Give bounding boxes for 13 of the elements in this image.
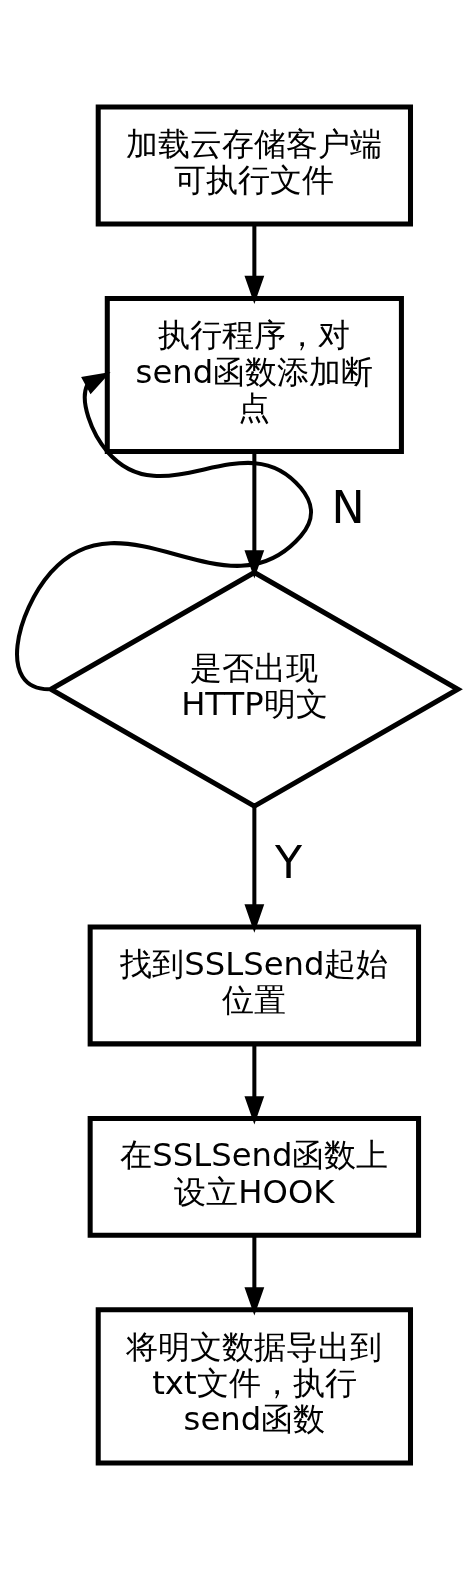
arrow [244, 451, 265, 578]
arrow [15, 371, 313, 691]
arrow [244, 1235, 265, 1315]
node-box: 找到SSLSend起始位置 [87, 924, 422, 1046]
node-box: 在SSLSend函数上设立HOOK [87, 1115, 422, 1238]
arrow [244, 223, 265, 304]
node-box: 加载云存储客户端可执行文件 [95, 104, 413, 226]
edge-label: Y [275, 836, 303, 888]
node-box: 将明文数据导出到txt文件，执行send函数 [95, 1306, 413, 1465]
edge-label: N [331, 481, 365, 533]
arrow [244, 1043, 265, 1124]
arrow [244, 806, 265, 933]
node-box: 执行程序，对send函数添加断点 [104, 295, 404, 454]
